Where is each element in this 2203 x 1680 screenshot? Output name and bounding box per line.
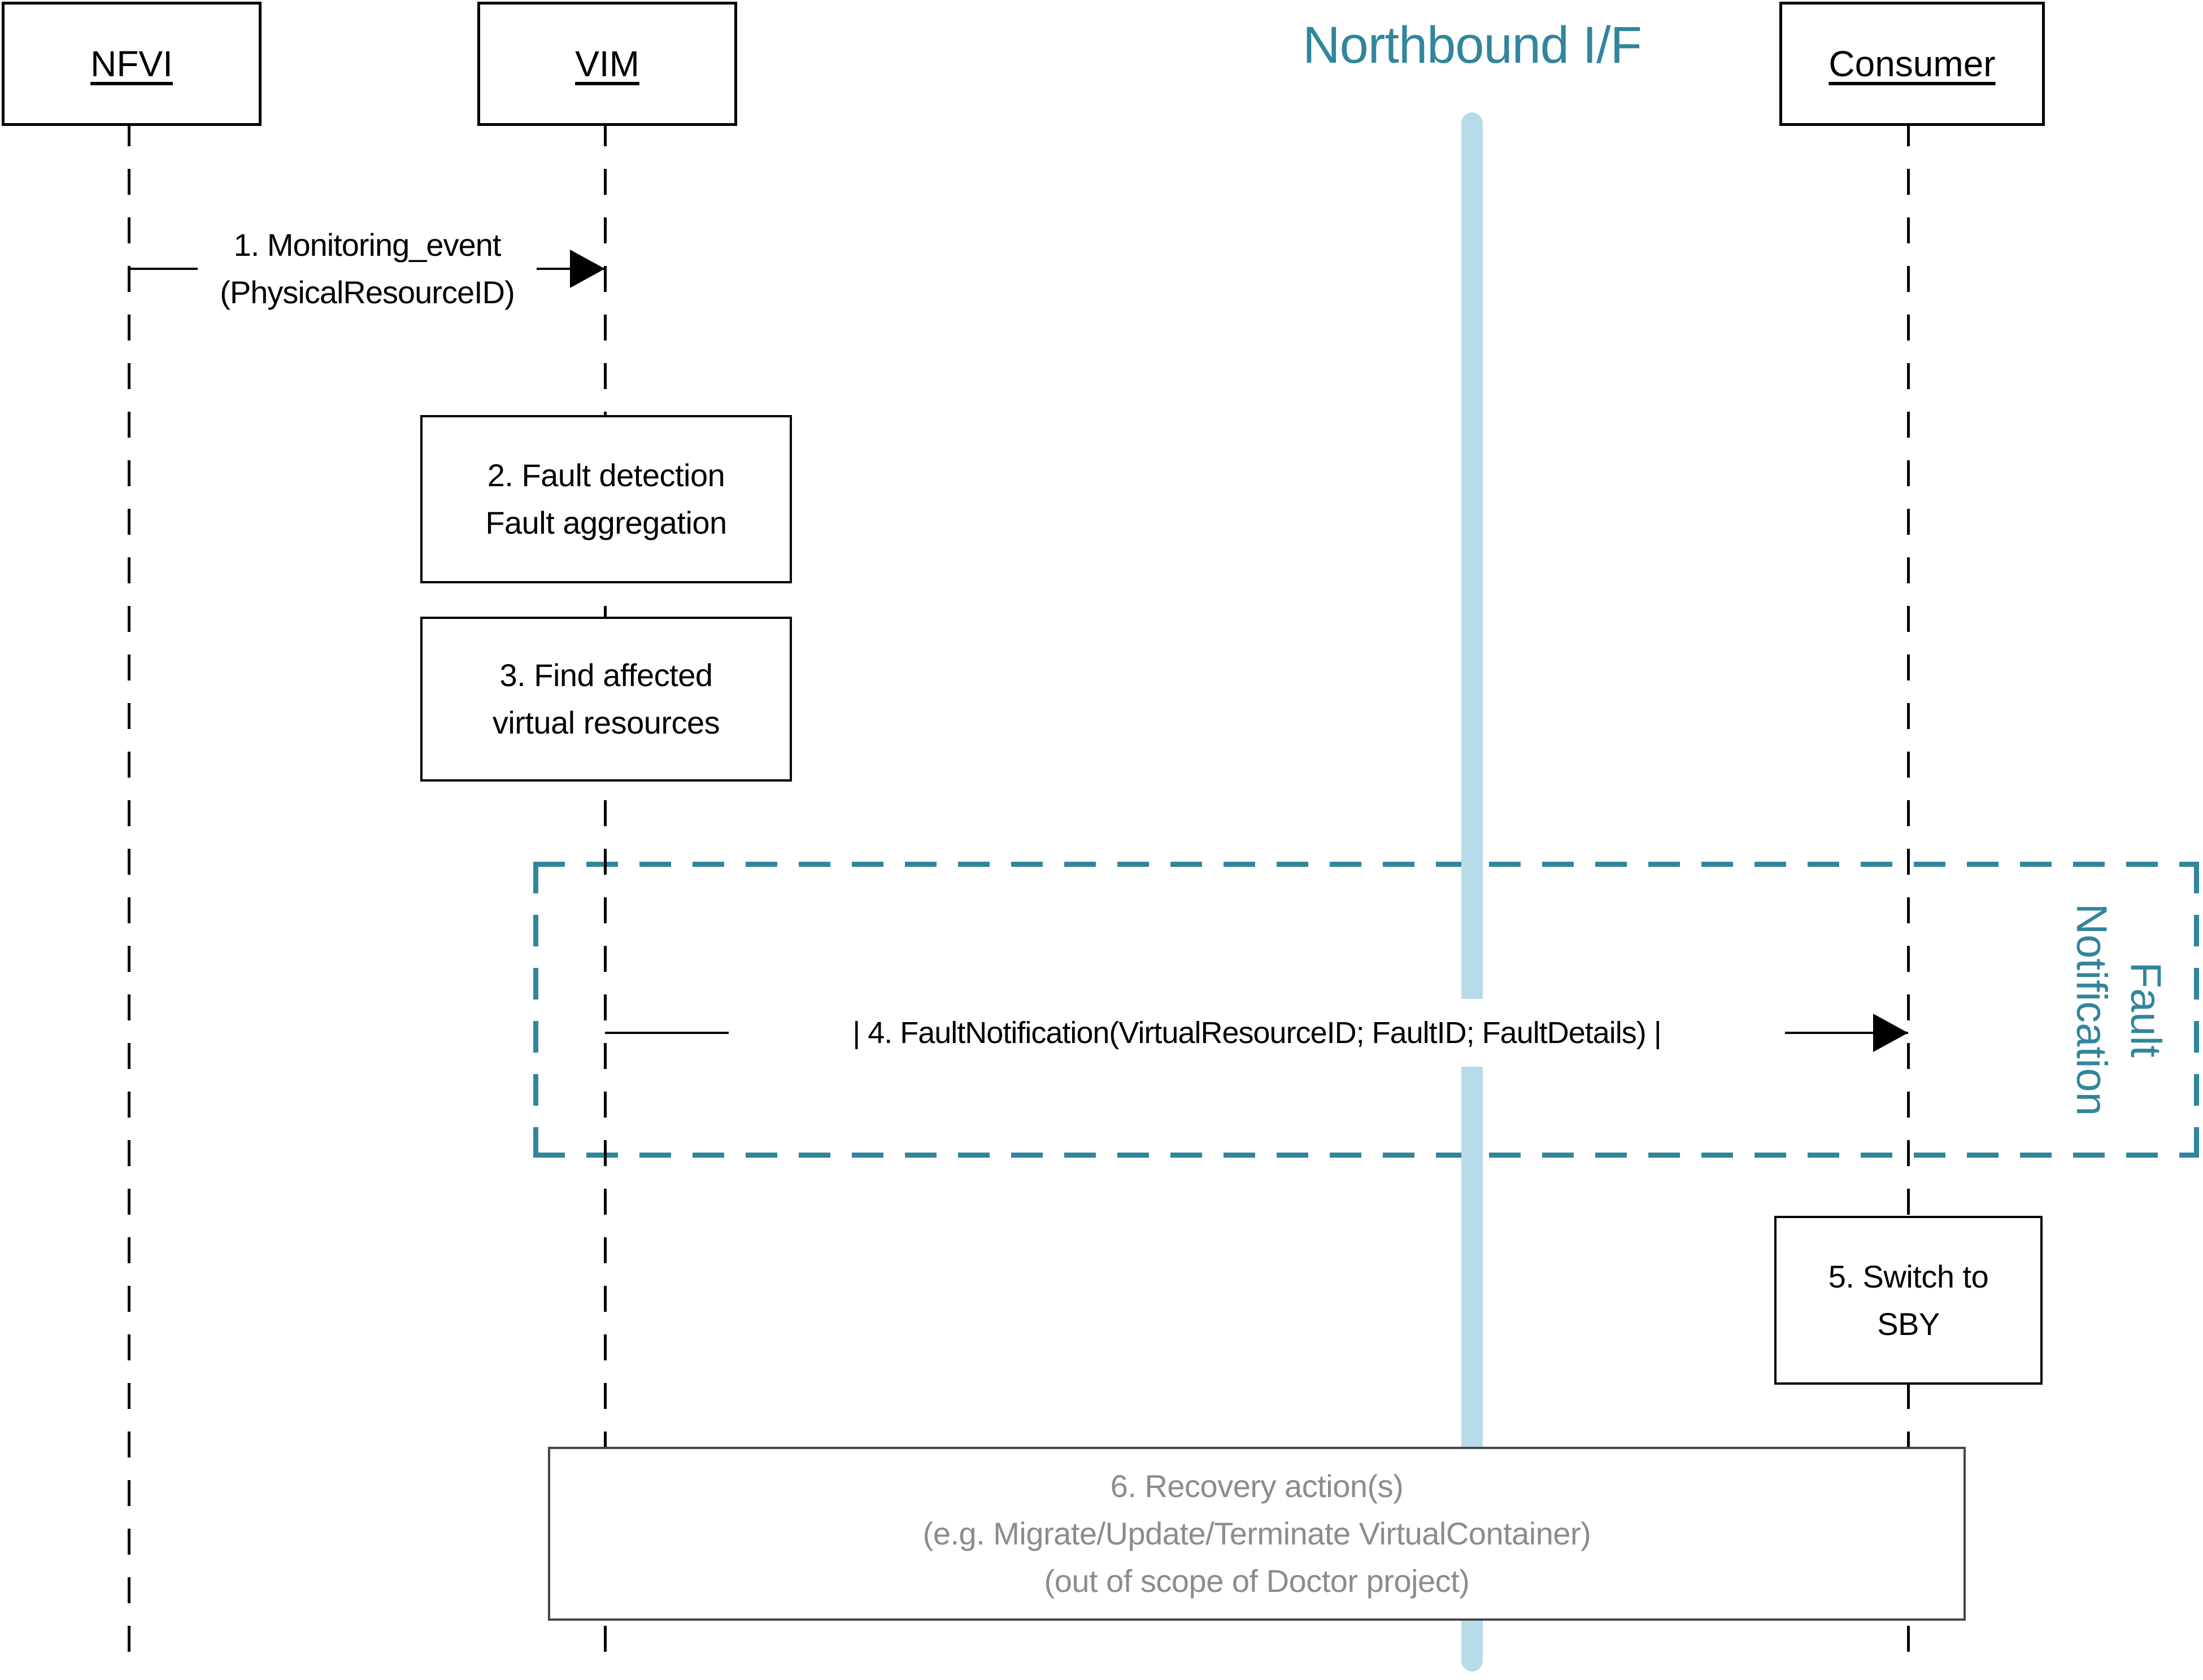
message-4-arrowhead-icon: [1873, 1014, 1908, 1052]
actor-label-consumer: Consumer: [1828, 43, 1996, 84]
actor-label-vim: VIM: [575, 43, 639, 84]
fault-notification-region-label: Fault Notification: [2059, 835, 2178, 1185]
region-label-line1: Fault: [2122, 962, 2170, 1058]
message-1-line2: (PhysicalResourceID): [220, 274, 515, 310]
message-4-label: | 4. FaultNotification(VirtualResourceID…: [729, 999, 1785, 1067]
activity-5-line1: 5. Switch to: [1828, 1258, 1989, 1294]
activity-2-line1: 2. Fault detection: [487, 457, 725, 493]
actor-box-vim: VIM: [477, 2, 737, 126]
message-1-arrowhead-icon: [570, 250, 605, 288]
northbound-interface-bar: [1461, 112, 1483, 1672]
message-1-label: 1. Monitoring_event (PhysicalResourceID): [198, 221, 537, 316]
lifeline-vim: [604, 120, 607, 1672]
actor-box-consumer: Consumer: [1779, 2, 2045, 126]
activity-6-line3: (out of scope of Doctor project): [1044, 1563, 1470, 1599]
activity-6-line1: 6. Recovery action(s): [1110, 1468, 1404, 1504]
activity-box-2-fault-detection: 2. Fault detection Fault aggregation: [420, 415, 792, 583]
northbound-interface-title: Northbound I/F: [1303, 16, 1642, 74]
activity-2-line2: Fault aggregation: [485, 505, 727, 540]
activity-6-line2: (e.g. Migrate/Update/Terminate VirtualCo…: [922, 1516, 1591, 1551]
actor-box-nfvi: NFVI: [2, 2, 262, 126]
message-4-text: | 4. FaultNotification(VirtualResourceID…: [852, 1016, 1662, 1050]
region-label-line2: Notification: [2067, 904, 2115, 1116]
activity-box-3-find-affected: 3. Find affected virtual resources: [420, 617, 792, 782]
actor-label-nfvi: NFVI: [90, 43, 173, 84]
activity-3-line1: 3. Find affected: [499, 657, 713, 693]
activity-3-line2: virtual resources: [492, 705, 720, 740]
activity-5-line2: SBY: [1877, 1306, 1940, 1342]
activity-box-5-switch-to-sby: 5. Switch to SBY: [1774, 1216, 2043, 1385]
lifeline-nfvi: [128, 120, 130, 1672]
message-1-line1: 1. Monitoring_event: [233, 227, 502, 263]
activity-box-6-recovery-actions: 6. Recovery action(s) (e.g. Migrate/Upda…: [548, 1447, 1966, 1621]
lifeline-consumer: [1907, 120, 1910, 1672]
